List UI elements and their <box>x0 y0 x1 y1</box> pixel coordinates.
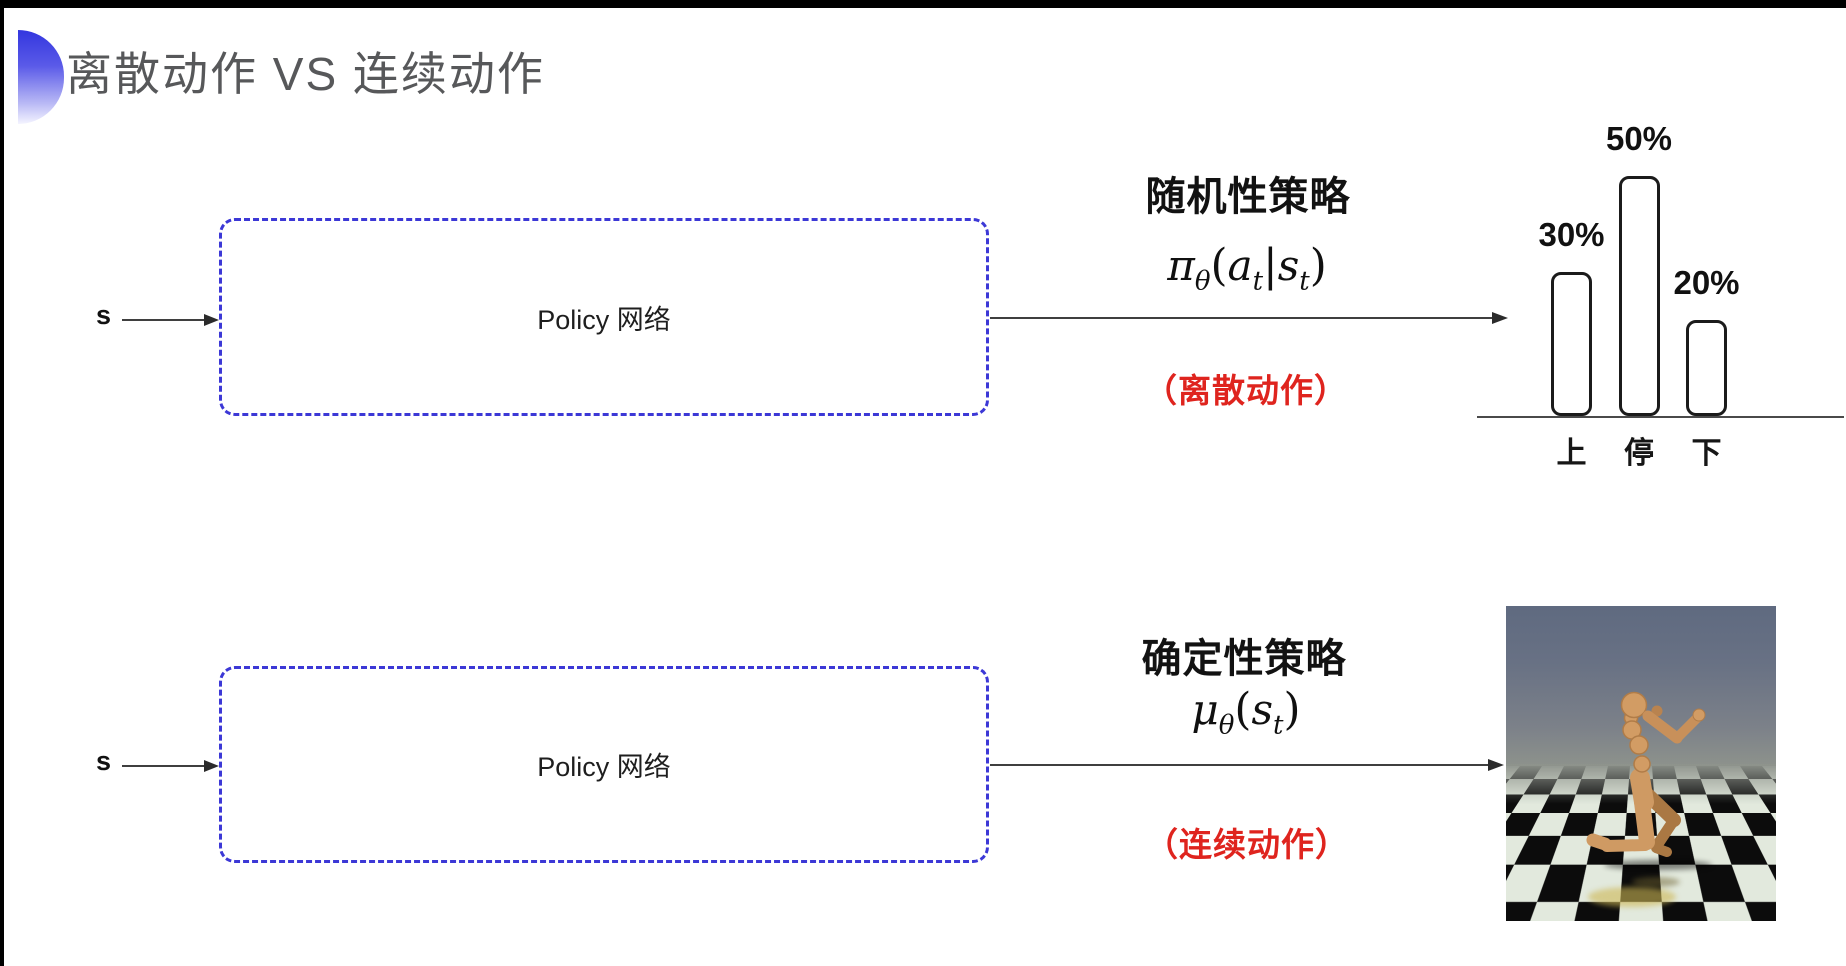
bar-category-label: 上 <box>1556 437 1587 470</box>
formula-segment: μ <box>1191 685 1219 734</box>
bar-value-label: 20% <box>1673 264 1740 301</box>
formula-segment: t <box>1252 266 1264 297</box>
bar-rect <box>1618 176 1660 416</box>
formula-segment: a <box>1227 241 1253 290</box>
formula-segment: t <box>1299 266 1310 297</box>
bar-value-label: 30% <box>1538 216 1605 253</box>
bar-column: 20% <box>1673 264 1740 416</box>
page-title: 离散动作 VS 连续动作 <box>66 48 545 100</box>
formula-segment: θ <box>1194 266 1211 297</box>
policy-network-label: Policy 网络 <box>537 304 671 335</box>
bar-rect <box>1686 320 1727 416</box>
discrete-action-note: （离散动作） <box>1144 372 1348 409</box>
bar-category-label: 下 <box>1691 437 1722 470</box>
formula-segment: π <box>1167 241 1195 290</box>
chart-baseline <box>1477 416 1844 418</box>
state-input-label-bottom: s <box>96 746 112 776</box>
continuous-action-note: （连续动作） <box>1145 826 1349 863</box>
slide: 离散动作 VS 连续动作 s Policy 网络 随机性策略 πθ(at|st)… <box>4 8 1846 966</box>
deterministic-policy-label: 确定性策略 <box>1141 637 1347 681</box>
input-arrow-top <box>122 314 219 326</box>
formula-segment: s <box>1277 241 1300 290</box>
bar-category-label: 停 <box>1624 437 1654 470</box>
bar-value-label: 50% <box>1605 120 1673 157</box>
chart-category-labels: 上停下 <box>1551 428 1727 472</box>
arrowhead-icon <box>204 760 219 772</box>
input-arrow-bottom <box>122 760 219 772</box>
action-probability-bar-chart: 30% 50% 20% <box>1538 116 1740 416</box>
formula-segment: s <box>1251 685 1274 734</box>
formula-segment: ) <box>1309 240 1327 291</box>
humanoid-simulation-image <box>1506 606 1776 921</box>
formula-segment: ( <box>1210 240 1228 291</box>
state-input-label-top: s <box>96 300 112 330</box>
formula-segment: θ <box>1218 710 1235 741</box>
policy-network-box-top: Policy 网络 <box>219 218 989 416</box>
arrowhead-icon <box>204 314 219 326</box>
output-arrow-top <box>990 312 1508 324</box>
arrowhead-icon <box>1492 312 1508 324</box>
title-accent-half-circle-icon <box>18 30 64 124</box>
stochastic-policy-formula: πθ(at|st) <box>1167 240 1327 296</box>
formula-segment: t <box>1273 710 1284 741</box>
bar-column: 50% <box>1606 120 1672 416</box>
arrowhead-icon <box>1488 759 1504 771</box>
formula-segment: ) <box>1283 684 1301 735</box>
bar-rect <box>1551 272 1592 416</box>
policy-network-label: Policy 网络 <box>537 752 671 782</box>
policy-network-box-bottom: Policy 网络 <box>219 666 989 863</box>
formula-segment: ( <box>1234 684 1252 735</box>
stochastic-policy-label: 随机性策略 <box>1145 175 1351 219</box>
humanoid-robot-figure <box>1586 691 1712 907</box>
deterministic-policy-formula: μθ(st) <box>1191 684 1300 740</box>
formula-segment: | <box>1263 240 1278 291</box>
bar-column: 30% <box>1538 216 1605 416</box>
output-arrow-bottom <box>990 759 1504 771</box>
